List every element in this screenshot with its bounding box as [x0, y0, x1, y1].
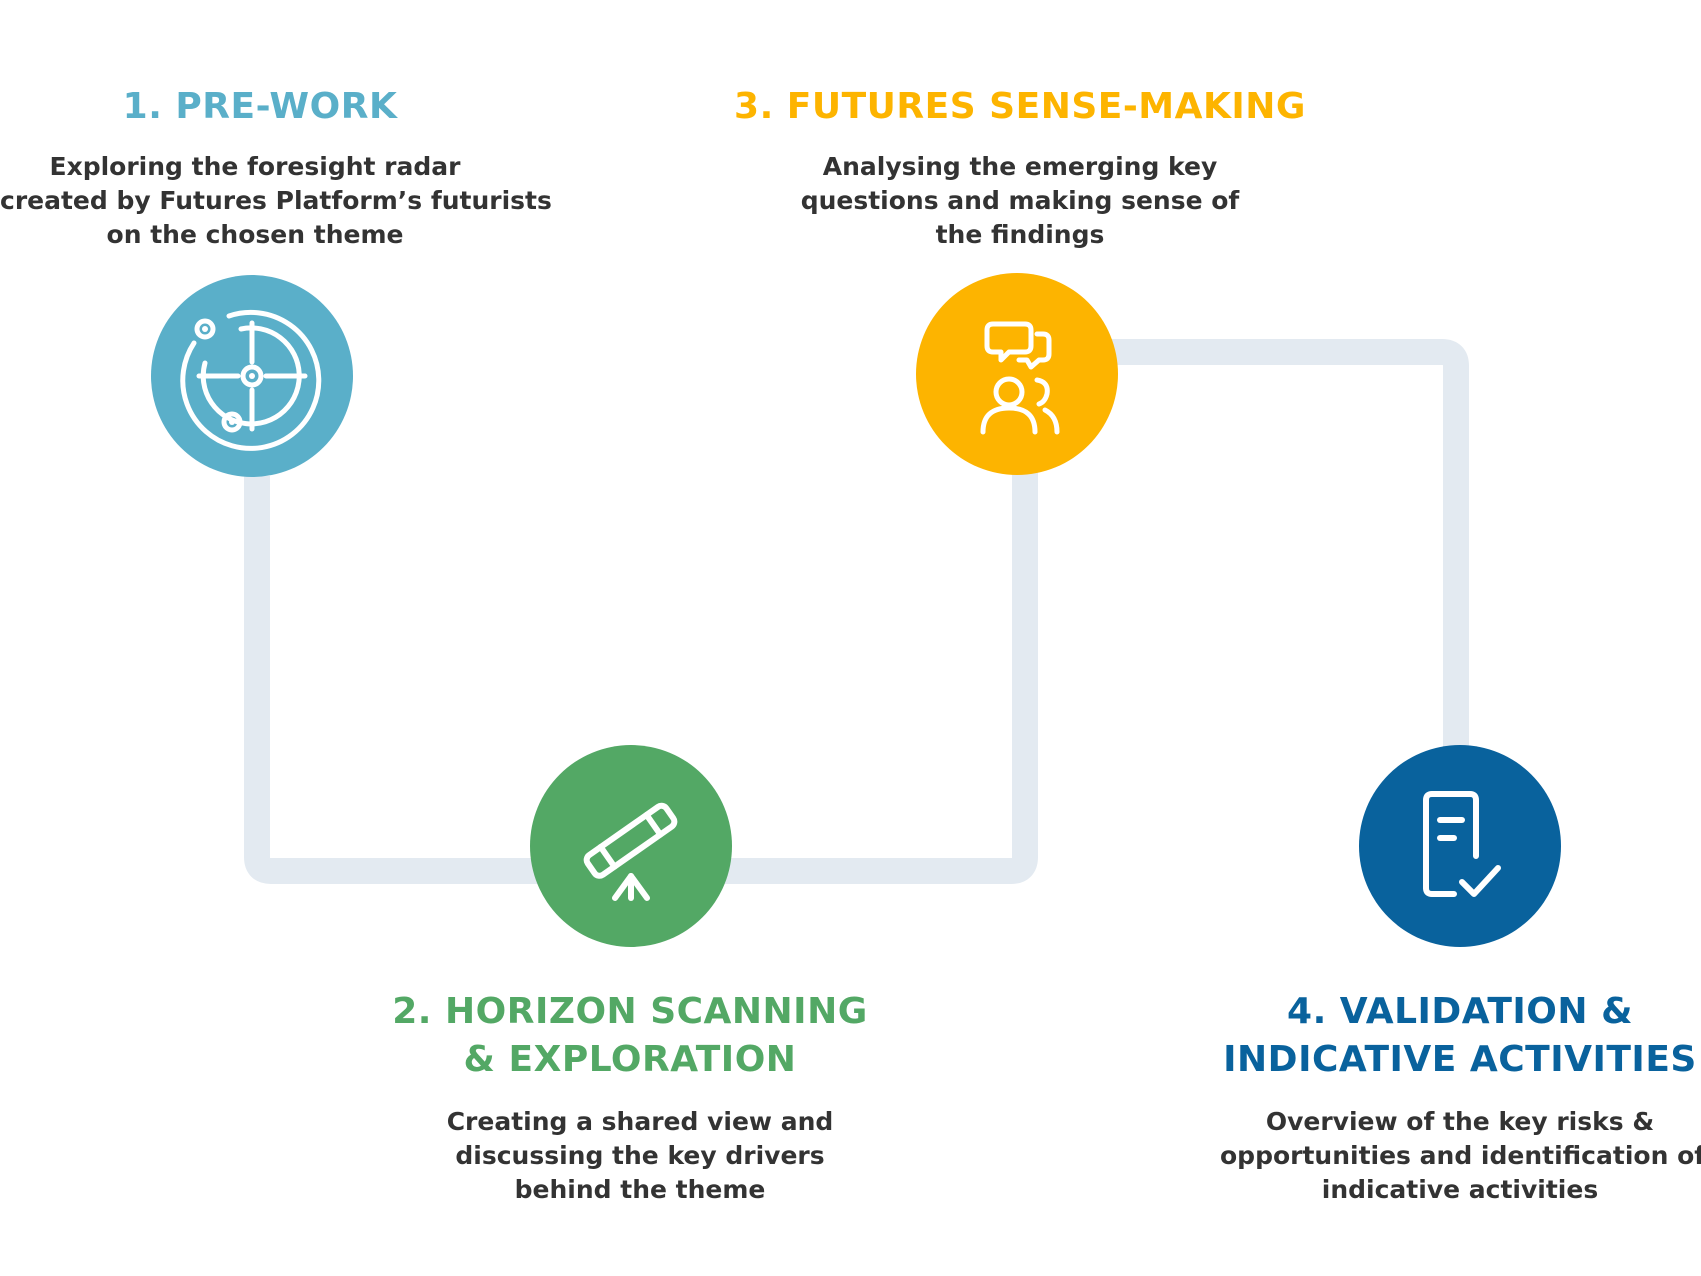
step-2-circle [530, 745, 732, 947]
step-1-title: 1. PRE-WORK [110, 86, 410, 128]
step-4-circle [1359, 745, 1561, 947]
step-1-description: Exploring the foresight radar created by… [0, 150, 552, 252]
step-1-description-line: Exploring the foresight radar [49, 152, 461, 181]
step-1-circle [151, 275, 353, 477]
radar-icon [180, 309, 322, 451]
step-2-title-line: 2. HORIZON SCANNING [392, 991, 868, 1032]
step-1-title-line: 1. PRE-WORK [122, 86, 398, 127]
step-3-description-line: the findings [935, 220, 1105, 249]
step-2-title: 2. HORIZON SCANNING & EXPLORATION [380, 988, 880, 1084]
step-3-title: 3. FUTURES SENSE-MAKING [700, 86, 1340, 128]
step-4-description-line: opportunities and identification of [1220, 1141, 1701, 1170]
step-1-description-line: created by Futures Platform’s futurists [0, 186, 552, 215]
step-4-description-line: indicative activities [1321, 1175, 1599, 1204]
step-2-description-line: behind the theme [514, 1175, 766, 1204]
step-3-description: Analysing the emerging key questions and… [790, 150, 1250, 252]
step-4-title: 4. VALIDATION & INDICATIVE ACTIVITIES [1220, 988, 1700, 1084]
step-4-title-line: INDICATIVE ACTIVITIES [1223, 1039, 1697, 1080]
checklist-icon [1423, 791, 1501, 897]
step-3-title-line: 3. FUTURES SENSE-MAKING [734, 86, 1306, 127]
step-2-description-line: Creating a shared view and [446, 1107, 834, 1136]
step-4-description: Overview of the key risks & opportunitie… [1220, 1105, 1701, 1207]
step-2-description-line: discussing the key drivers [455, 1141, 825, 1170]
step-2-description: Creating a shared view and discussing th… [420, 1105, 860, 1207]
step-3-circle [916, 273, 1118, 475]
step-4-description-line: Overview of the key risks & [1265, 1107, 1655, 1136]
step-2-title-line: & EXPLORATION [463, 1039, 797, 1080]
step-1-description-line: on the chosen theme [106, 220, 404, 249]
telescope-icon [583, 802, 678, 901]
discussion-group-icon [980, 321, 1060, 435]
step-3-description-line: questions and making sense of [800, 186, 1240, 215]
step-3-description-line: Analysing the emerging key [822, 152, 1218, 181]
step-4-title-line: 4. VALIDATION & [1287, 991, 1633, 1032]
